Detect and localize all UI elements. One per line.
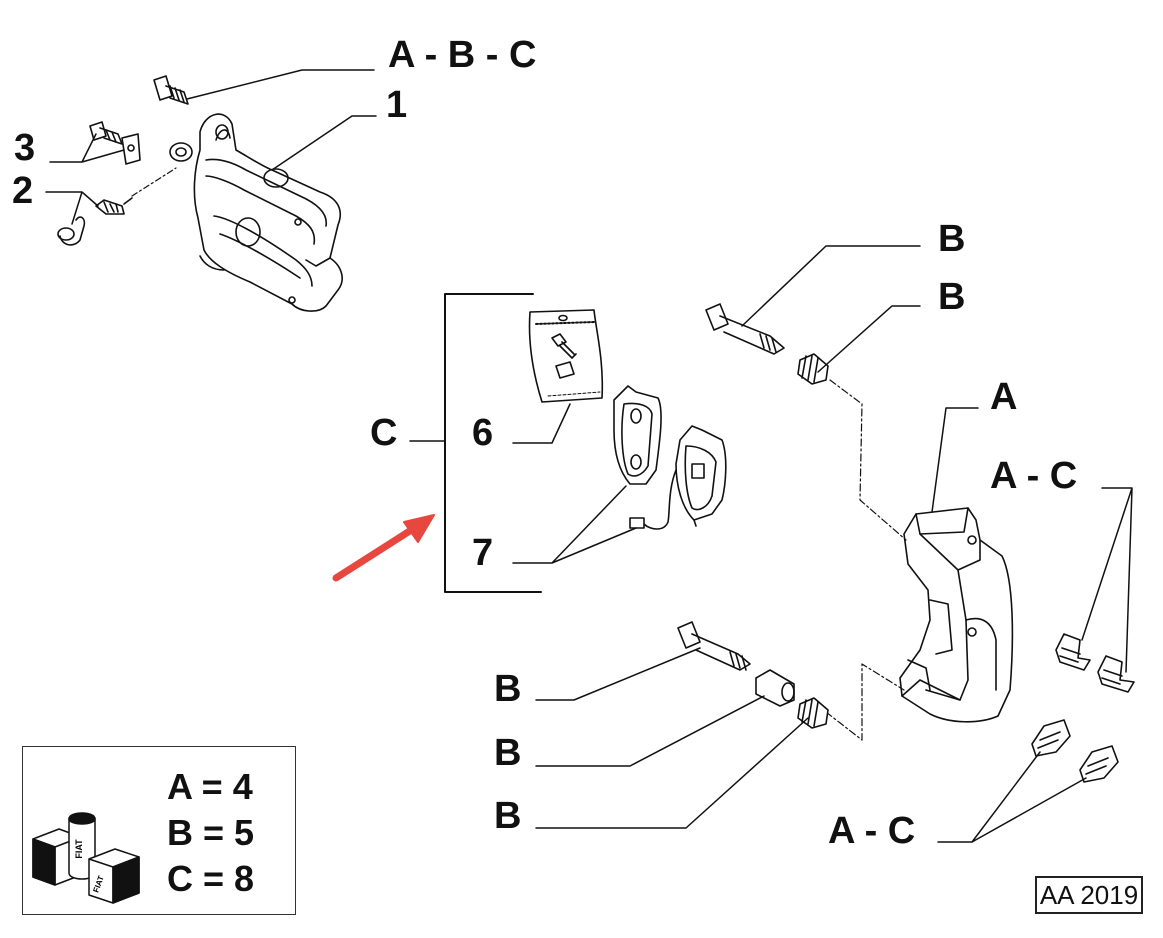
legend-c: C = 8 (167, 858, 255, 899)
callout-part-6: 6 (472, 412, 494, 454)
anti-rattle-clips-lower (1031, 719, 1119, 783)
diagram-reference-code: AA 2019 (1035, 876, 1143, 914)
legend-a: A = 4 (167, 766, 253, 807)
callout-b-upper-bolt: B (938, 218, 966, 260)
callout-b-lower-bolt: B (494, 668, 522, 710)
callout-b-lower-bushing: B (494, 732, 522, 774)
callout-c: C (370, 412, 398, 454)
brake-pad-sensor-part (629, 425, 727, 530)
caliper-carrier-part (899, 507, 1014, 723)
callout-part-3: 3 (14, 127, 36, 169)
quantity-legend: FIAT FIAT A = 4 B = 5 C = 8 (22, 746, 296, 915)
hardware-bag-part (528, 309, 604, 403)
callout-abc: A - B - C (388, 34, 537, 76)
kit-bracket (444, 293, 542, 593)
callout-ac-upper: A - C (990, 455, 1078, 497)
brake-pad-part (613, 385, 662, 485)
brake-caliper-part (169, 113, 343, 312)
bolt-washer-part (89, 121, 141, 165)
guide-bolt-lower-part (677, 621, 751, 671)
bushing-lower-part (755, 669, 795, 707)
callout-part-2: 2 (12, 170, 34, 212)
can-brand-text: FIAT (74, 839, 84, 859)
callout-ac-lower: A - C (828, 810, 916, 852)
anti-rattle-clips-upper (1055, 633, 1135, 693)
callout-b-upper-sleeve: B (938, 276, 966, 318)
callout-part-7: 7 (472, 532, 494, 574)
legend-b: B = 5 (167, 812, 255, 853)
sleeve-upper-part (797, 353, 829, 385)
guide-bolt-upper-part (705, 303, 785, 355)
packaging-icon: FIAT FIAT (32, 812, 140, 904)
callout-b-lower-sleeve: B (494, 795, 522, 837)
bleed-screw-part (57, 197, 133, 246)
callout-part-1: 1 (386, 84, 408, 126)
pointer-arrow (332, 514, 435, 582)
bolt-part (153, 75, 189, 105)
leader-lines (45, 69, 1133, 843)
callout-a: A (990, 376, 1018, 418)
